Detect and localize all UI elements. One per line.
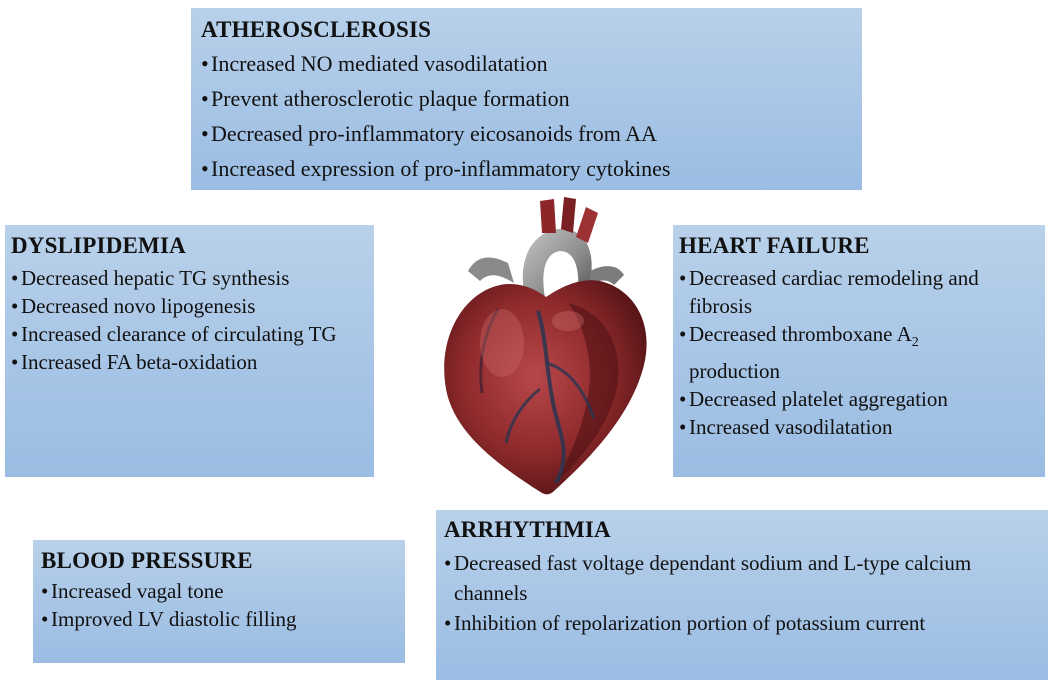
- vessel-shape: [540, 199, 556, 233]
- thromboxane-text: Decreased thromboxane A: [689, 322, 912, 346]
- atherosclerosis-title: ATHEROSCLEROSIS: [201, 14, 852, 46]
- heart-failure-title: HEART FAILURE: [679, 232, 1039, 260]
- vessel-shape: [468, 257, 514, 283]
- heart-failure-list: Decreased cardiac remodeling and fibrosi…: [679, 264, 1039, 441]
- list-item: Decreased novo lipogenesis: [11, 292, 366, 320]
- heart-highlight-shape: [552, 311, 584, 331]
- blood-pressure-list: Increased vagal tone Improved LV diastol…: [41, 577, 397, 633]
- list-item: Increased expression of pro-inflammatory…: [201, 151, 852, 186]
- dyslipidemia-title: DYSLIPIDEMIA: [11, 232, 366, 260]
- list-item: Decreased fast voltage dependant sodium …: [444, 548, 1042, 608]
- atherosclerosis-box: ATHEROSCLEROSIS Increased NO mediated va…: [191, 8, 862, 190]
- list-item: Decreased platelet aggregation: [679, 385, 1039, 413]
- list-item: Increased FA beta-oxidation: [11, 348, 366, 376]
- heart-illustration: [418, 193, 676, 498]
- heart-highlight-shape: [480, 309, 524, 377]
- list-item: Decreased cardiac remodeling and fibrosi…: [679, 264, 1039, 320]
- thromboxane-tail: production: [689, 359, 780, 383]
- list-item: Improved LV diastolic filling: [41, 605, 397, 633]
- heart-failure-box: HEART FAILURE Decreased cardiac remodeli…: [673, 225, 1045, 477]
- arrhythmia-list: Decreased fast voltage dependant sodium …: [444, 548, 1042, 638]
- list-item: Increased NO mediated vasodilatation: [201, 46, 852, 81]
- atherosclerosis-list: Increased NO mediated vasodilatation Pre…: [201, 46, 852, 186]
- blood-pressure-title: BLOOD PRESSURE: [41, 547, 397, 575]
- list-item: Inhibition of repolarization portion of …: [444, 608, 1042, 638]
- list-item: Decreased pro-inflammatory eicosanoids f…: [201, 116, 852, 151]
- list-item: Increased vagal tone: [41, 577, 397, 605]
- dyslipidemia-box: DYSLIPIDEMIA Decreased hepatic TG synthe…: [5, 225, 374, 477]
- list-item: Decreased thromboxane A2 production: [679, 320, 1039, 385]
- blood-pressure-box: BLOOD PRESSURE Increased vagal tone Impr…: [33, 540, 405, 663]
- dyslipidemia-list: Decreased hepatic TG synthesis Decreased…: [11, 264, 366, 376]
- thromboxane-subscript: 2: [912, 335, 919, 350]
- list-item: Increased clearance of circulating TG: [11, 320, 366, 348]
- list-item: Increased vasodilatation: [679, 413, 1039, 441]
- vessel-shape: [576, 207, 598, 243]
- list-item: Prevent atherosclerotic plaque formation: [201, 81, 852, 116]
- arrhythmia-box: ARRHYTHMIA Decreased fast voltage depend…: [436, 510, 1048, 680]
- vessel-shape: [561, 197, 576, 233]
- arrhythmia-title: ARRHYTHMIA: [444, 516, 1042, 544]
- list-item: Decreased hepatic TG synthesis: [11, 264, 366, 292]
